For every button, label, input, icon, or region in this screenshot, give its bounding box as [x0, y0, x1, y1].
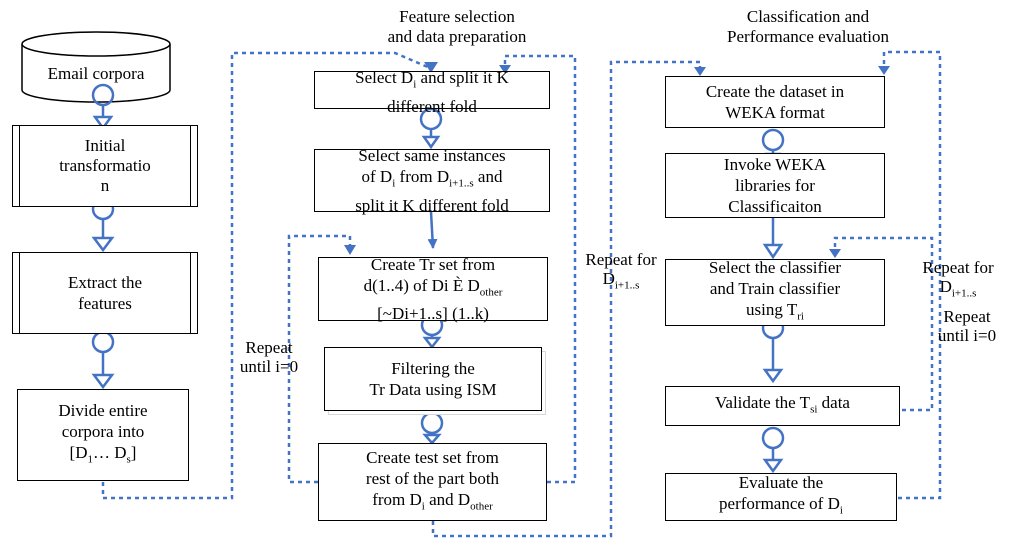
- create-tr-set-box: Create Tr set from d(1..4) of Di È Dothe…: [318, 254, 548, 324]
- create-dataset-line2: WEKA format: [725, 103, 825, 122]
- select-classifier-box: Select the classifier and Train classifi…: [665, 258, 885, 326]
- select-same-instances-box: Select same instances of Di from Di+1..s…: [314, 146, 550, 215]
- create-test-line1: Create test set from: [366, 447, 499, 467]
- repeat-until-right-line1: Repeat: [943, 307, 991, 326]
- header-feature-line1: Feature selection: [399, 7, 515, 26]
- create-test-set-box: Create test set from rest of the part bo…: [318, 443, 547, 521]
- create-tr-line1: Create Tr set from: [370, 254, 496, 274]
- repeat-for-label-mid: Repeat for Di+1..s: [566, 250, 676, 295]
- evaluate-line1: Evaluate the: [738, 473, 824, 493]
- repeat-for-right-line2: Di+1..s: [939, 277, 977, 300]
- filtering-line1: Filtering the: [391, 359, 475, 378]
- extract-features-line1: Extract the: [67, 273, 143, 292]
- create-tr-line2: d(1..4) of Di È Dother: [363, 275, 503, 299]
- repeat-for-label-right: Repeat for Di+1..s: [902, 258, 1014, 303]
- repeat-until-label-mid: Repeat until i=0: [214, 338, 324, 376]
- divide-corpora-line1: Divide entire: [58, 400, 148, 420]
- repeat-for-mid-line2: Di+1..s: [602, 269, 640, 292]
- create-dataset-box: Create the dataset in WEKA format: [665, 76, 885, 128]
- email-corpora-cylinder: [21, 31, 171, 103]
- initial-transformation-box: Initial transformatio n: [12, 125, 198, 207]
- repeat-for-right-line1: Repeat for: [922, 258, 994, 277]
- divide-corpora-line2: corpora into: [61, 421, 145, 441]
- header-feature-line2: and data preparation: [387, 27, 527, 46]
- loop-arrowheads: [344, 62, 890, 258]
- repeat-for-mid-line1: Repeat for: [585, 250, 657, 269]
- initial-transformation-line1: Initial: [84, 136, 126, 155]
- filtering-ism-box: Filtering the Tr Data using ISM: [324, 347, 542, 411]
- invoke-weka-line2: libraries for: [735, 176, 815, 195]
- header-classification-line2: Performance evaluation: [727, 27, 889, 46]
- select-split-box: Select Di and split it K different fold: [314, 68, 550, 116]
- dashed-loops: [101, 50, 942, 538]
- select-same-line1: Select same instances: [358, 146, 506, 166]
- extract-features-line2: features: [78, 294, 132, 313]
- select-same-line3: split it K different fold: [355, 195, 509, 215]
- repeat-until-label-right: Repeat until i=0: [917, 307, 1017, 345]
- select-classifier-line2: and Train classifier: [709, 279, 841, 299]
- evaluate-line2: performance of Di: [719, 494, 843, 517]
- validate-box: Validate the Tsi data: [665, 386, 900, 426]
- extract-features-box: Extract the features: [12, 252, 198, 334]
- select-same-line2: of Di from Di+1..s and: [361, 167, 503, 190]
- validate-line1: Validate the Tsi data: [715, 392, 850, 416]
- select-classifier-line3: using Tri: [746, 300, 804, 323]
- create-dataset-line1: Create the dataset in: [705, 82, 845, 101]
- divide-corpora-line3: [D1… Ds]: [69, 442, 137, 466]
- invoke-weka-line1: Invoke WEKA: [723, 155, 827, 174]
- email-corpora-label: Email corpora: [47, 64, 145, 83]
- select-split-line2: different fold: [387, 96, 477, 116]
- header-classification: Classification and Performance evaluatio…: [693, 7, 923, 47]
- select-classifier-line1: Select the classifier: [708, 258, 842, 278]
- select-split-line1: Select Di and split it K: [355, 68, 509, 91]
- initial-transformation-line3: n: [100, 176, 110, 195]
- header-feature-selection: Feature selection and data preparation: [342, 7, 572, 47]
- initial-transformation-line2: transformatio: [59, 156, 151, 175]
- invoke-weka-box: Invoke WEKA libraries for Classificaiton: [665, 153, 885, 218]
- create-tr-line3: [~Di+1..s] (1..k): [377, 304, 489, 324]
- filtering-line2: Tr Data using ISM: [369, 380, 497, 399]
- repeat-until-mid-line1: Repeat: [245, 338, 293, 357]
- create-test-line2: rest of the part both: [365, 468, 500, 488]
- repeat-until-mid-line2: until i=0: [239, 357, 299, 376]
- divide-corpora-box: Divide entire corpora into [D1… Ds]: [17, 389, 189, 481]
- repeat-until-right-line2: until i=0: [937, 326, 997, 345]
- invoke-weka-line3: Classificaiton: [728, 197, 822, 216]
- evaluate-box: Evaluate the performance of Di: [665, 473, 897, 521]
- create-test-line3: from Di and Dother: [372, 489, 493, 513]
- header-classification-line1: Classification and: [746, 7, 870, 26]
